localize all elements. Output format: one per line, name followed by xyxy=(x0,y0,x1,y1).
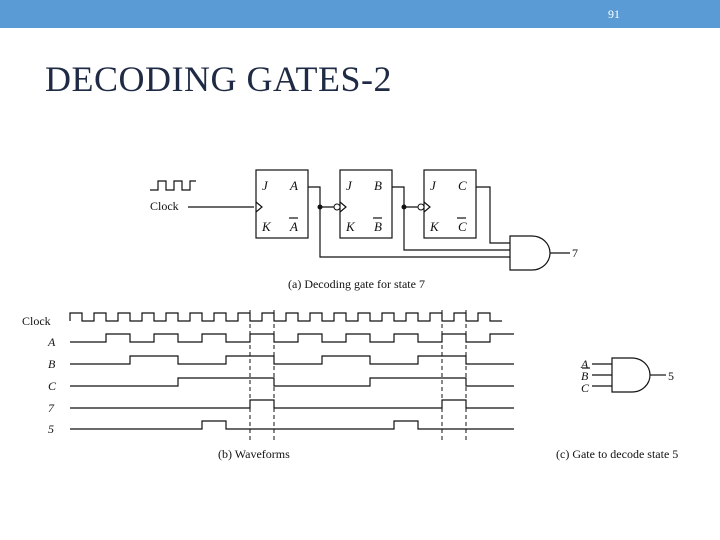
ff-c-qbar: C xyxy=(458,219,467,234)
a-output-line xyxy=(308,186,334,208)
ff-c-q: C xyxy=(458,178,467,193)
gate-5-input-a: A xyxy=(580,357,589,371)
caption-b: (b) Waveforms xyxy=(218,447,290,461)
gate-5-input-b: B xyxy=(581,369,589,383)
waveform-1 xyxy=(70,333,514,343)
waveform-label-4: 7 xyxy=(48,401,55,415)
waveform-4 xyxy=(70,399,514,409)
flip-flop-a xyxy=(255,169,309,239)
ff-a-k: K xyxy=(261,219,272,234)
flip-flop-b xyxy=(339,169,393,239)
ff-a-qbar: A xyxy=(289,219,298,234)
clock-label: Clock xyxy=(150,199,179,213)
waveform-label-3: C xyxy=(48,379,57,393)
header-bar: 91 xyxy=(0,0,720,28)
waveform-label-0: Clock xyxy=(22,314,51,328)
gate-7-output-label: 7 xyxy=(572,246,578,260)
waveform-label-1: A xyxy=(47,335,56,349)
flip-flop-c xyxy=(423,169,477,239)
waveform-label-2: B xyxy=(48,357,56,371)
and-gate-5 xyxy=(611,357,651,393)
waveform-label-5: 5 xyxy=(48,422,54,436)
ff-b-q: B xyxy=(374,178,382,193)
waveform-2 xyxy=(70,355,514,365)
b-output-line xyxy=(392,186,418,208)
and-gate-7 xyxy=(509,235,551,271)
caption-a: (a) Decoding gate for state 7 xyxy=(288,277,425,291)
ff-c-j: J xyxy=(430,178,437,193)
ff-a-q: A xyxy=(289,178,298,193)
waveform-5 xyxy=(70,420,514,430)
waveform-clock xyxy=(69,312,502,322)
a-to-gate-line xyxy=(319,207,510,258)
clock-pulse-symbol xyxy=(150,180,196,191)
caption-c: (c) Gate to decode state 5 xyxy=(556,447,678,461)
b-to-gate-line xyxy=(403,207,510,251)
slide-title: DECODING GATES-2 xyxy=(45,59,392,99)
ff-b-qbar: B xyxy=(374,219,382,234)
c-to-gate-line xyxy=(476,186,510,244)
gate-5-input-c: C xyxy=(581,381,590,395)
ff-b-k: K xyxy=(345,219,356,234)
ff-b-j: J xyxy=(346,178,353,193)
slide-number: 91 xyxy=(608,7,620,21)
ff-a-j: J xyxy=(262,178,269,193)
gate-5-output-label: 5 xyxy=(668,369,674,383)
waveform-3 xyxy=(70,377,514,387)
ff-c-k: K xyxy=(429,219,440,234)
